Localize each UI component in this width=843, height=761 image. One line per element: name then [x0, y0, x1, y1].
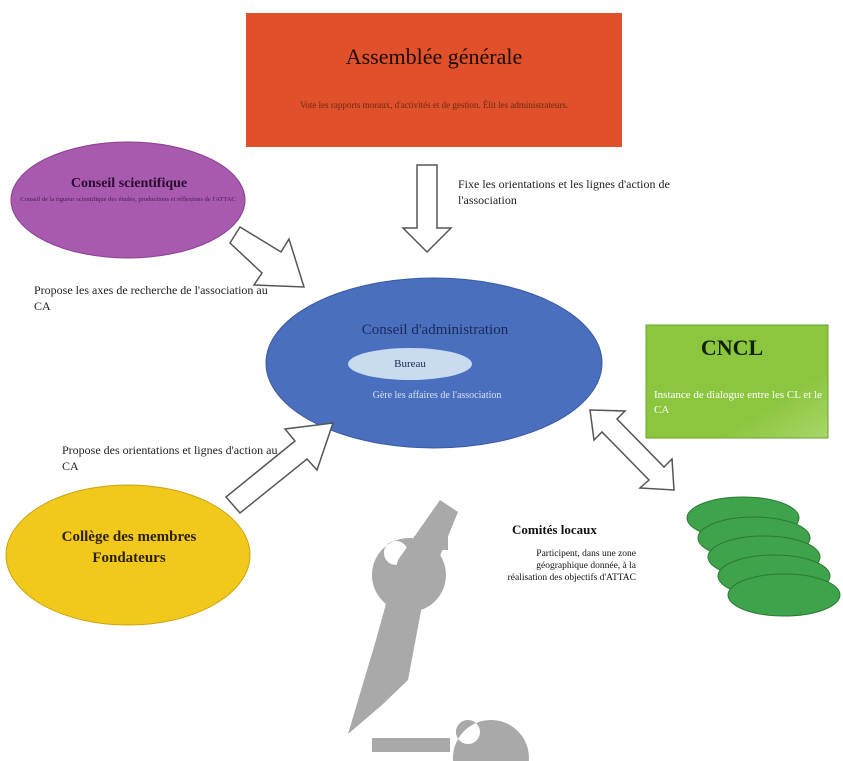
percent-bottom-circle-tail [372, 738, 450, 752]
college-fondateurs-title: Collège des membres Fondateurs [61, 529, 197, 566]
cncl-description: Instance de dialogue entre les CL et le … [654, 389, 822, 416]
bureau-ellipse[interactable] [348, 348, 472, 380]
conseil-scientifique-ellipse[interactable] [10, 141, 246, 259]
arrow-label-conseil-scientifique: Propose les axes de recherche de l'assoc… [34, 283, 268, 313]
arrow-college-to-ca [224, 422, 335, 515]
cncl-box[interactable] [645, 324, 829, 439]
percent-slash [348, 500, 458, 734]
assemblee-title: Assemblée générale [345, 44, 523, 69]
percent-top-circle [371, 538, 446, 612]
comite-local-ellipse [727, 573, 841, 617]
conseil-scientifique-description: Conseil de la rigueur scientifique des é… [20, 196, 236, 203]
bureau-label: Bureau [394, 358, 426, 370]
comites-locaux-title: Comités locaux [512, 522, 597, 537]
conseil-administration-description: Gère les affaires de l'association [372, 390, 502, 401]
conseil-administration-title: Conseil d'administration [361, 322, 509, 338]
arrow-conseil-scientifique-to-ca [229, 225, 306, 288]
conseil-scientifique-title: Conseil scientifique [70, 176, 188, 191]
arrow-ca-comites-locaux-double [589, 409, 675, 491]
percent-top-circle-tail [414, 536, 448, 550]
cncl-title: CNCL [700, 335, 764, 360]
percent-bottom-circle [452, 720, 529, 761]
college-fondateurs-ellipse[interactable] [5, 484, 251, 626]
arrow-label-assemblee: Fixe les orientations et les lignes d'ac… [458, 177, 670, 207]
arrow-label-college: Propose des orientations et lignes d'act… [62, 443, 278, 473]
assemblee-description: Vote les rapports moraux, d'activités et… [300, 100, 569, 110]
arrow-assemblee-to-ca [401, 164, 453, 254]
comites-locaux-description: Participent, dans une zone géographique … [507, 549, 636, 583]
percent-sign-icon [348, 500, 529, 761]
assemblee-generale-box[interactable] [246, 13, 622, 147]
comites-locaux-stack[interactable] [686, 496, 841, 617]
